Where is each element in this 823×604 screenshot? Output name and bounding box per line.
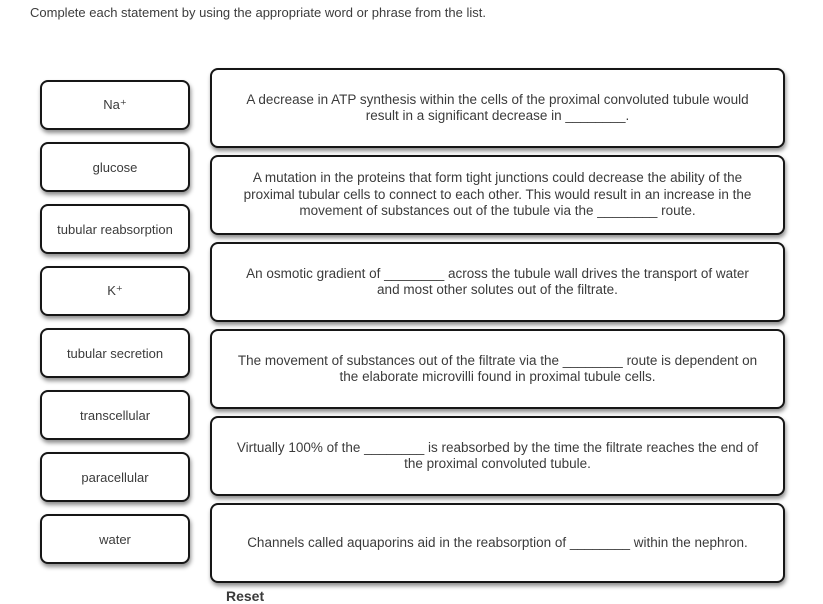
word-tile-tubular-secretion[interactable]: tubular secretion (40, 328, 190, 378)
statement-text: Channels called aquaporins aid in the re… (247, 534, 748, 550)
reset-button[interactable]: Reset (226, 588, 265, 604)
instruction-text: Complete each statement by using the app… (30, 5, 486, 20)
word-tile-k[interactable]: K⁺ (40, 266, 190, 316)
word-bank: Na⁺ glucose tubular reabsorption K⁺ tubu… (40, 80, 190, 564)
statement-box-100-percent-reabsorbed[interactable]: Virtually 100% of the ________ is reabso… (210, 416, 785, 496)
word-tile-transcellular[interactable]: transcellular (40, 390, 190, 440)
statement-text: Virtually 100% of the ________ is reabso… (236, 439, 759, 472)
word-tile-na[interactable]: Na⁺ (40, 80, 190, 130)
statement-box-microvilli-route[interactable]: The movement of substances out of the fi… (210, 329, 785, 409)
statement-box-aquaporins[interactable]: Channels called aquaporins aid in the re… (210, 503, 785, 583)
statement-text: A mutation in the proteins that form tig… (243, 170, 752, 219)
word-tile-glucose[interactable]: glucose (40, 142, 190, 192)
statement-text: The movement of substances out of the fi… (237, 352, 758, 385)
statement-box-atp-synthesis[interactable]: A decrease in ATP synthesis within the c… (210, 68, 785, 148)
word-tile-water[interactable]: water (40, 514, 190, 564)
word-tile-paracellular[interactable]: paracellular (40, 452, 190, 502)
word-tile-tubular-reabsorption[interactable]: tubular reabsorption (40, 204, 190, 254)
statement-list: A decrease in ATP synthesis within the c… (210, 68, 785, 583)
statement-text: An osmotic gradient of ________ across t… (246, 265, 749, 298)
statement-box-osmotic-gradient[interactable]: An osmotic gradient of ________ across t… (210, 242, 785, 322)
statement-text: A decrease in ATP synthesis within the c… (246, 91, 749, 124)
statement-box-tight-junctions[interactable]: A mutation in the proteins that form tig… (210, 155, 785, 235)
